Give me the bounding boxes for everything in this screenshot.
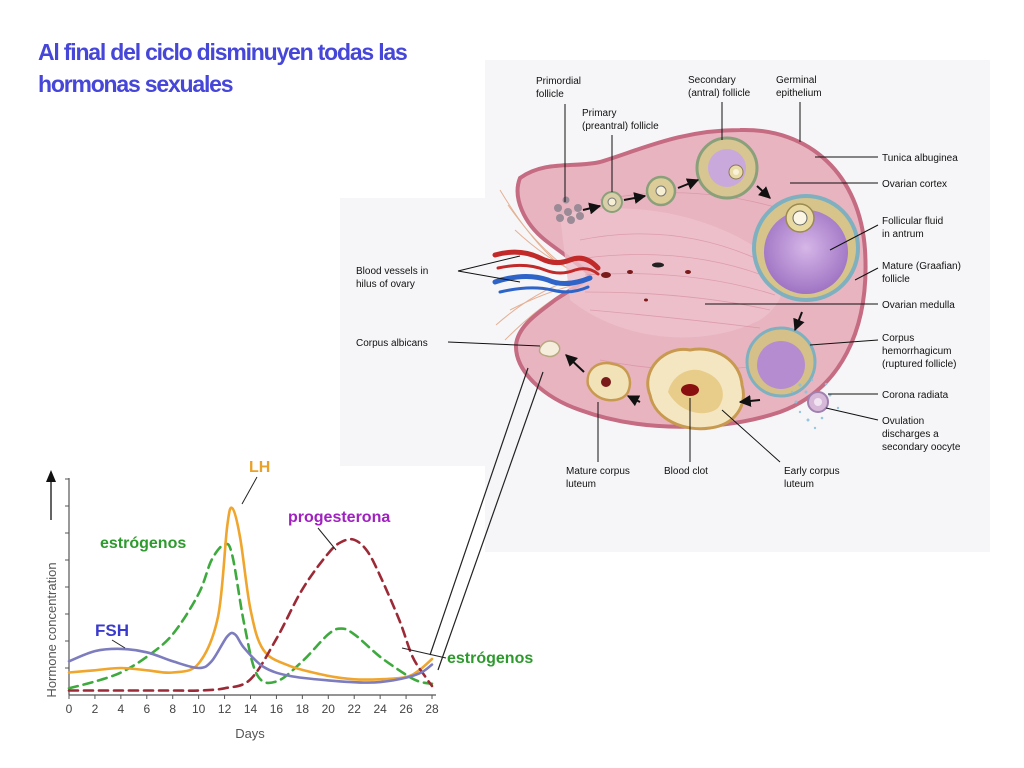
title-line-1: Al final del ciclo disminuyen todas las: [38, 39, 408, 65]
medulla-vessel-cuts: [601, 262, 691, 302]
series-line-progesterona: [67, 537, 434, 692]
graafian-follicle: [752, 194, 860, 302]
corpus-albicans: [538, 340, 561, 358]
primary-follicle: [601, 191, 623, 213]
x-tick-label: 6: [143, 702, 150, 716]
process-arrows: [565, 178, 805, 407]
label-primary-follicle: Primary(preantral) follicle: [582, 108, 659, 132]
mature-corpus-luteum: [586, 361, 632, 402]
x-tick-label: 18: [296, 702, 310, 716]
annotation-estrogen-2-pointer: [401, 647, 447, 659]
x-tick-label: 10: [192, 702, 206, 716]
x-tick-label: 12: [218, 702, 232, 716]
annotation-lh: LH: [249, 459, 270, 476]
x-axis-label: Days: [235, 726, 265, 741]
page-title: Al final del ciclo disminuyen todas las …: [38, 36, 408, 100]
annotation-estrogen-1: estrógenos: [100, 535, 186, 552]
x-tick-label: 2: [92, 702, 99, 716]
x-tick-label: 8: [169, 702, 176, 716]
label-secondary-follicle: Secondary(antral) follicle: [688, 75, 751, 99]
y-axis-label: Hormone concentration: [44, 562, 59, 697]
corpus-hemorrhagicum: [745, 326, 817, 398]
y-ticks: [65, 478, 69, 669]
annotation-fsh-pointer: [111, 639, 126, 649]
primordial-follicles: [554, 196, 584, 224]
ovary-medulla-region: [560, 208, 783, 338]
series-lines: [67, 506, 434, 692]
annotation-lh-pointer: [241, 476, 258, 505]
early-corpus-luteum: [646, 347, 745, 431]
title-line-2: hormonas sexuales: [38, 71, 234, 97]
annotation-progesterone-pointer: [317, 527, 337, 551]
blood-vessels: [492, 249, 601, 294]
x-tick-label: 20: [322, 702, 336, 716]
illustration-panel-left: [340, 198, 490, 466]
series-line-lh: [67, 506, 434, 681]
label-corona-radiata: Corona radiata: [882, 390, 949, 401]
x-tick-label: 26: [399, 702, 413, 716]
x-tick-label: 0: [66, 702, 73, 716]
label-ovarian-cortex: Ovarian cortex: [882, 179, 947, 190]
label-corpus-albicans: Corpus albicans: [356, 338, 428, 349]
x-tick-label: 22: [348, 702, 362, 716]
preantral-follicle: [645, 175, 677, 207]
annotation-estrogen-2: estrógenos: [447, 650, 533, 667]
label-ovarian-medulla: Ovarian medulla: [882, 300, 955, 311]
label-graafian-follicle: Mature (Graafian)follicle: [882, 261, 961, 285]
label-blood-clot: Blood clot: [664, 466, 708, 477]
x-tick-label: 16: [270, 702, 284, 716]
x-tick-label: 28: [425, 702, 439, 716]
x-tick-label: 4: [118, 702, 125, 716]
leader-lines: [447, 102, 879, 463]
secondary-follicle: [695, 136, 759, 200]
connector-lines: [429, 367, 544, 671]
series-line-estrogenos: [67, 542, 434, 690]
annotation-fsh: FSH: [95, 621, 129, 640]
series-line-fsh: [67, 631, 434, 684]
y-axis-arrow-icon: [46, 470, 56, 482]
label-tunica-albuginea: Tunica albuginea: [882, 153, 958, 164]
x-tick-label: 24: [373, 702, 387, 716]
x-tick-label: 14: [244, 702, 258, 716]
ovulated-oocyte: [790, 378, 840, 430]
annotation-progesterone: progesterona: [288, 509, 390, 526]
